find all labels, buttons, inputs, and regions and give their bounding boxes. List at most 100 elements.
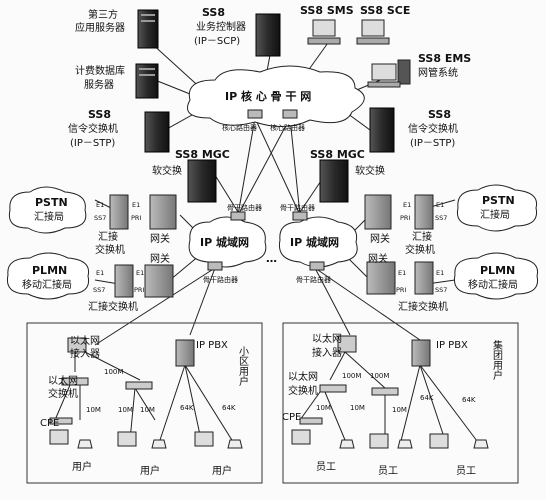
svg-text:集团用户: 集团用户 [491, 339, 503, 381]
phone-icon [77, 439, 93, 449]
server-icon [135, 63, 159, 99]
eth-switch-left-icon [61, 377, 89, 386]
rate-100m-label: 100M [370, 372, 389, 380]
phone-icon [227, 439, 243, 449]
gateway-right-cabinet-icon [364, 194, 392, 230]
tandem-switch-left-cabinet-icon [109, 194, 129, 230]
e1-label: E1 [136, 269, 144, 277]
stp-right-server-icon [369, 107, 395, 153]
ip-pbx-left-label: IP PBX [196, 340, 228, 351]
e1-label: E1 [436, 269, 444, 277]
enterprise-users-label: 集团用户 [491, 339, 503, 381]
e1-label: E1 [403, 201, 411, 209]
rate-10m-label: 10M [118, 406, 133, 414]
backbone-router-left-label: 骨干路由器 [227, 203, 262, 212]
e1-label: E1 [436, 201, 444, 209]
plmn-right-label-1: PLMN [480, 264, 515, 277]
plmn-left-label-1: PLMN [32, 264, 67, 277]
gateway2-left-cabinet-icon [144, 264, 174, 298]
scp-label-3: (IP－SCP) [194, 36, 240, 47]
billing-label-1: 计费数据库 [75, 64, 125, 77]
ellipsis-label: … [266, 252, 277, 265]
stp-left-label-2: 信令交换机 [68, 122, 118, 135]
user-label: 用户 [140, 464, 160, 477]
ems-label-2: 网管系统 [418, 66, 458, 79]
user-label: 用户 [72, 460, 92, 473]
cpe-right-label: CPE [282, 412, 301, 423]
ss7-label: SS7 [435, 286, 447, 294]
e1-label: E1 [96, 201, 104, 209]
ip-pbx-left-icon [175, 339, 195, 367]
gateway-right-label: 网关 [370, 232, 390, 245]
stp-right-label-1: SS8 [428, 108, 451, 121]
server-icon [137, 9, 159, 49]
gateway-left-label: 网关 [150, 232, 170, 245]
eth-switch-left-label-1: 以太网 [48, 374, 78, 387]
enterprise-lan-box [282, 322, 519, 484]
cpe-left-icon [49, 417, 73, 425]
scp-label-2: 业务控制器 [196, 20, 246, 33]
scp-label-1: SS8 [202, 6, 225, 19]
rate-64k-label: 64K [462, 396, 476, 404]
stp-right-label-3: (IP－STP) [410, 138, 455, 149]
eth-access-right-icon [337, 335, 357, 353]
e1-label: E1 [96, 269, 104, 277]
pri-label: PRI [134, 286, 144, 294]
gateway2-left-label: 网关 [150, 252, 170, 265]
stp-left-server-icon [144, 111, 170, 153]
mgc-left-label-2: 软交换 [152, 164, 182, 177]
pstn-left-label-2: 汇接局 [34, 210, 64, 223]
rate-10m-label: 10M [350, 404, 365, 412]
backbone-router-right-label: 骨干路由器 [280, 203, 315, 212]
pri-label: PRI [396, 286, 406, 294]
eth-switch-right-label-1: 以太网 [288, 370, 318, 383]
core-router-right-icon [282, 109, 298, 119]
eth-switch-right-icon [319, 384, 347, 393]
rate-100m-label: 100M [104, 368, 123, 376]
tandem2-left-cabinet-icon [114, 264, 134, 298]
backbone-router-right-icon [292, 211, 308, 221]
user-label: 用户 [212, 464, 232, 477]
sms-label: SS8 SMS [300, 4, 354, 17]
sce-label: SS8 SCE [360, 4, 410, 17]
stp-left-label-3: (IP－STP) [70, 138, 115, 149]
core-router-left-icon [247, 109, 263, 119]
ip-pbx-right-label: IP PBX [436, 340, 468, 351]
rate-10m-label: 10M [392, 406, 407, 414]
third-party-label-2: 应用服务器 [75, 21, 125, 34]
staff-label: 员工 [316, 461, 336, 473]
core-router-right-label: 核心路由器 [270, 123, 305, 132]
metro-router-left-icon [207, 261, 223, 271]
mgc-right-label-2: 软交换 [355, 164, 385, 177]
phone-icon [151, 439, 167, 449]
mgc-right-server-icon [319, 159, 349, 203]
pstn-left-cloud-icon [8, 186, 87, 234]
metro-cloud-right-icon [278, 216, 358, 268]
pc-icon [429, 433, 449, 449]
eth-switch-left2-icon [125, 381, 153, 390]
core-router-left-label: 核心路由器 [222, 123, 257, 132]
eth-access-left-icon [67, 337, 87, 353]
eth-switch-left-label-2: 交换机 [48, 387, 78, 400]
ems-workstation-icon [367, 59, 411, 88]
core-network-label: IP 核 心 骨 干 网 [225, 89, 311, 103]
svg-text:小区用户: 小区用户 [237, 346, 249, 387]
gateway2-right-label: 网关 [368, 252, 388, 265]
pstn-right-label-1: PSTN [482, 194, 515, 207]
pc-icon [49, 429, 69, 445]
staff-label: 员工 [378, 465, 398, 477]
ss7-label: SS7 [93, 286, 105, 294]
residential-lan-box [26, 322, 263, 484]
pstn-right-label-2: 汇接局 [480, 208, 510, 221]
tandem-right-label-1: 汇接 [412, 230, 432, 243]
tandem2-right-label: 汇接交换机 [398, 300, 448, 313]
cpe-left-label: CPE [40, 418, 59, 429]
metro-left-label: IP 城域网 [200, 235, 249, 249]
metro-right-label: IP 城域网 [290, 235, 339, 249]
core-cloud-icon [187, 65, 365, 127]
rate-10m-label: 10M [86, 406, 101, 414]
ss7-label: SS7 [94, 214, 106, 222]
sce-workstation-icon [356, 19, 390, 45]
residential-users-label: 小区用户 [237, 346, 249, 387]
